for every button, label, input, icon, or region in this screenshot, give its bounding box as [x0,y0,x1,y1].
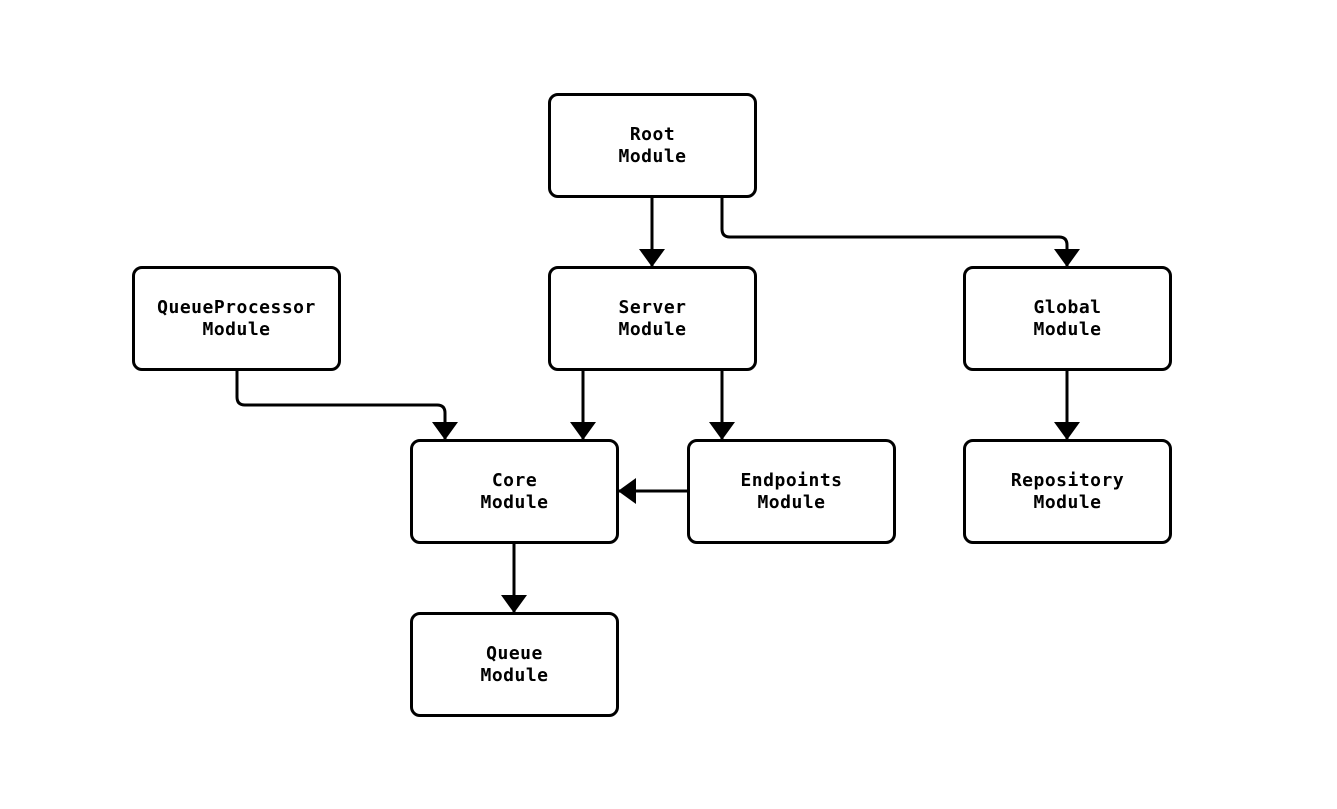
node-root-module: Root Module [548,93,757,198]
node-queueprocessor-module: QueueProcessor Module [132,266,341,371]
edge-queueprocessor-to-core [235,371,458,440]
node-server-module: Server Module [548,266,757,371]
node-endpoints-module: Endpoints Module [687,439,896,544]
node-core-module: Core Module [410,439,619,544]
node-global-module: Global Module [963,266,1172,371]
node-repository-module: Repository Module [963,439,1172,544]
edge-root-to-global [720,198,1080,267]
node-queue-module: Queue Module [410,612,619,717]
